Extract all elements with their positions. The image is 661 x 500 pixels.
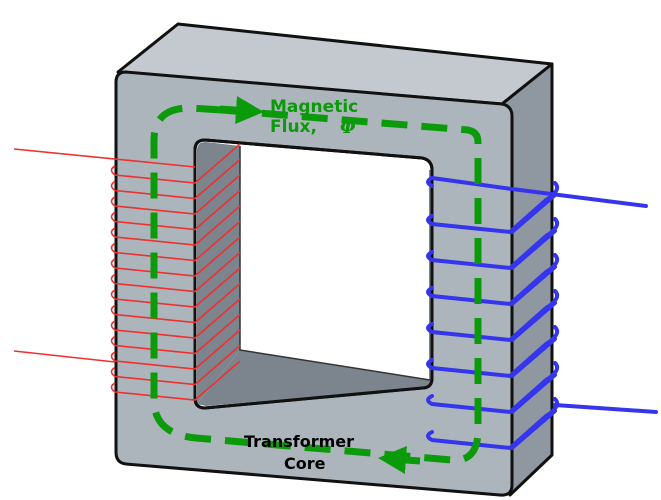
flux-arrow-top — [219, 96, 264, 125]
primary-winding — [13, 143, 241, 401]
primary-turn — [110, 174, 241, 215]
core-label-line2: Core — [284, 454, 326, 473]
secondary-turn — [426, 181, 560, 235]
primary-turn — [110, 344, 241, 386]
flux-arrow-bottom — [378, 446, 421, 474]
secondary-lead-top — [510, 187, 648, 208]
primary-lead-top — [13, 148, 196, 168]
window-depth-edges — [239, 146, 431, 381]
primary-turn — [110, 251, 241, 293]
primary-turn — [110, 143, 241, 184]
secondary-winding — [426, 175, 658, 451]
primary-turn — [110, 329, 241, 370]
secondary-turn-top — [426, 175, 514, 191]
primary-turn — [110, 360, 241, 401]
primary-turn — [110, 220, 241, 262]
flux-label-line1: Magnetic — [270, 97, 358, 117]
window-outline — [193, 138, 434, 410]
primary-turn — [110, 189, 241, 231]
secondary-turn — [426, 361, 560, 415]
core-label-line1: Transformer — [244, 432, 354, 451]
primary-turn — [110, 205, 241, 246]
secondary-turn — [426, 217, 560, 271]
primary-turn — [110, 158, 241, 200]
flux-label-line2: Flux, — [270, 117, 317, 137]
primary-lead-bottom — [13, 350, 116, 363]
primary-turn — [110, 267, 241, 308]
secondary-turn — [426, 325, 560, 379]
secondary-lead-bottom — [553, 403, 658, 414]
primary-turn — [110, 282, 241, 324]
primary-turn — [110, 313, 241, 355]
flux-symbol: Φ — [340, 117, 356, 138]
magnetic-flux-path — [150, 104, 482, 464]
secondary-turn — [426, 253, 560, 307]
primary-turn — [110, 236, 241, 277]
secondary-turn — [426, 289, 560, 343]
secondary-turn — [426, 397, 560, 451]
primary-turn — [110, 298, 241, 339]
